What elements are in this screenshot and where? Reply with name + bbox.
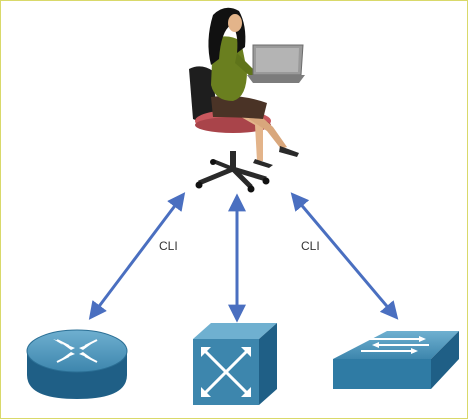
multilayer-switch-icon bbox=[193, 323, 277, 405]
admin-person-icon bbox=[189, 7, 305, 193]
person-shoe bbox=[279, 146, 299, 157]
chair-base bbox=[195, 151, 270, 193]
person-skirt bbox=[211, 95, 267, 119]
arrow-to-router bbox=[88, 192, 186, 320]
cli-label-right: CLI bbox=[301, 239, 320, 253]
cli-label-left: CLI bbox=[159, 239, 178, 253]
workgroup-switch-icon bbox=[333, 331, 459, 389]
arrow-to-workgroup-switch bbox=[290, 192, 399, 320]
chair-back bbox=[189, 66, 217, 122]
router-icon bbox=[26, 329, 128, 399]
person-shirt bbox=[211, 36, 247, 101]
laptop-icon bbox=[247, 44, 305, 83]
